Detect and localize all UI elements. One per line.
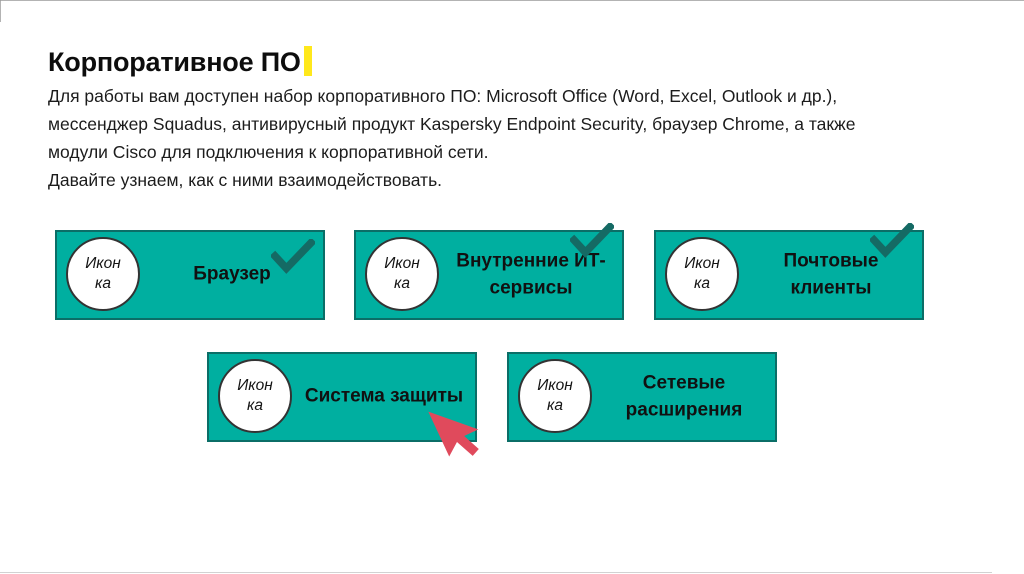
checkmark-icon	[570, 223, 614, 258]
icon-placeholder-circle: Икон ка	[66, 237, 140, 311]
checkmark-icon	[271, 239, 315, 274]
intro-paragraph-line: мессенджер Squadus, антивирусный продукт…	[48, 114, 856, 134]
checkmark-icon	[870, 223, 914, 258]
intro-paragraph-line: модули Cisco для подключения к корпорати…	[48, 142, 489, 162]
card-browser[interactable]: Икон ка Браузер	[55, 230, 325, 320]
icon-placeholder-circle: Икон ка	[365, 237, 439, 311]
text-cursor-highlight	[303, 46, 312, 77]
icon-placeholder-label: Икон	[384, 254, 420, 272]
card-label: Внутренние ИТ-сервисы	[456, 250, 606, 298]
page-title[interactable]: Корпоративное ПО	[48, 46, 312, 78]
icon-placeholder-circle: Икон ка	[665, 237, 739, 311]
slide-left-edge	[0, 0, 1, 22]
icon-placeholder-circle: Икон ка	[218, 359, 292, 433]
icon-placeholder-label: ка	[247, 397, 263, 414]
intro-paragraph: Для работы вам доступен набор корпоратив…	[48, 82, 856, 166]
icon-placeholder-label: Икон	[684, 254, 720, 272]
icon-placeholder-label: Икон	[237, 376, 273, 394]
card-security-system[interactable]: Икон ка Система защиты	[207, 352, 477, 442]
slide-bottom-edge	[0, 572, 992, 573]
card-internal-it-services[interactable]: Икон ка Внутренние ИТ-сервисы	[354, 223, 624, 320]
slide-top-edge	[0, 0, 1024, 1]
card-mail-clients[interactable]: Икон ка Почтовые клиенты	[654, 223, 924, 320]
page-title-text: Корпоративное ПО	[48, 47, 301, 78]
card-label: Система защиты	[304, 385, 464, 407]
icon-placeholder-label: ка	[95, 275, 111, 292]
icon-placeholder-label: ка	[394, 275, 410, 292]
icon-placeholder-label: ка	[694, 275, 710, 292]
icon-placeholder-label: ка	[547, 397, 563, 414]
card-label: Браузер	[193, 263, 271, 285]
icon-placeholder-label: Икон	[537, 376, 573, 394]
icon-placeholder-label: Икон	[85, 254, 121, 272]
card-network-extensions[interactable]: Икон ка Сетевые расширения	[507, 352, 777, 442]
intro-paragraph-line: Для работы вам доступен набор корпоратив…	[48, 86, 838, 106]
card-label: Почтовые клиенты	[783, 250, 879, 298]
icon-placeholder-circle: Икон ка	[518, 359, 592, 433]
lead-in-sentence: Давайте узнаем, как с ними взаимодейство…	[48, 170, 443, 190]
card-label: Сетевые расширения	[625, 372, 743, 420]
